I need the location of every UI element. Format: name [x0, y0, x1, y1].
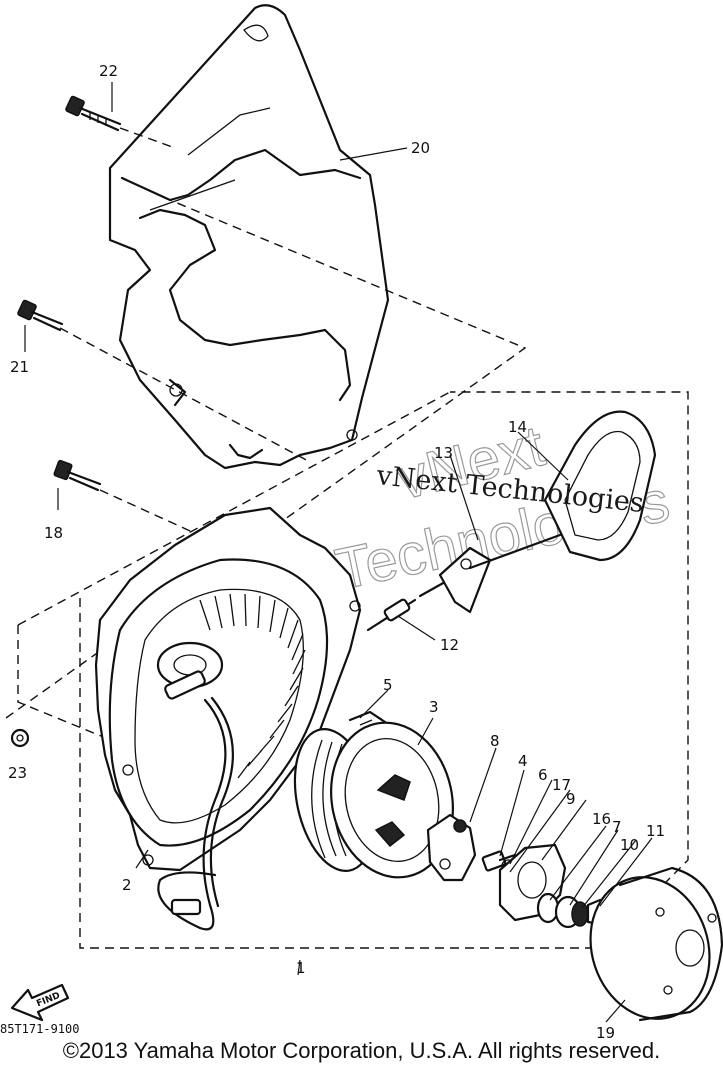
part-3-reel [293, 721, 454, 879]
part-22-bolt [65, 95, 122, 132]
callout-9: 9 [566, 790, 576, 808]
alignment-line-b [17, 391, 451, 626]
part-23-nut [10, 728, 30, 748]
callout-22: 22 [99, 62, 118, 80]
callout-21: 21 [10, 358, 29, 376]
part-20-cover [108, 4, 390, 470]
callout-4: 4 [518, 752, 528, 770]
part-14-handle [543, 410, 657, 562]
callout-7: 7 [612, 818, 622, 836]
callout-11: 11 [646, 822, 665, 840]
callout-2: 2 [122, 876, 132, 894]
part-21-bolt [17, 299, 64, 332]
copyright-notice: ©2013 Yamaha Motor Corporation, U.S.A. A… [62, 1038, 661, 1063]
alignment-line-f [99, 489, 211, 541]
housing-fins [199, 593, 306, 779]
callout-3: 3 [429, 698, 439, 716]
callout-17: 17 [552, 776, 571, 794]
alignment-line-e [119, 127, 176, 149]
callout-10: 10 [620, 836, 639, 854]
find-arrow-icon: FIND [10, 983, 70, 1022]
callout-12: 12 [440, 636, 459, 654]
callout-16: 16 [592, 810, 611, 828]
callout-18: 18 [44, 524, 63, 542]
callout-13: 13 [434, 444, 453, 462]
part-13-guide [438, 533, 562, 614]
callout-19: 19 [596, 1024, 615, 1042]
part-10-washer [571, 901, 589, 927]
alignment-line-a [17, 625, 141, 753]
alignment-line-d [59, 327, 311, 463]
part-16-washer [536, 892, 560, 924]
callout-20: 20 [411, 139, 430, 157]
part-code: 85T171-9100 [0, 1022, 79, 1036]
part-18-bolt [53, 459, 102, 492]
part-5-spring [348, 710, 387, 726]
part-8-pawl [426, 813, 477, 882]
callout-8: 8 [490, 732, 500, 750]
callout-1: 1 [296, 959, 306, 977]
callout-labels: 22 20 21 18 14 13 12 23 5 3 8 4 6 17 9 1… [8, 62, 665, 1042]
part-4-bolt [481, 850, 517, 872]
part-19-pulley [589, 866, 723, 1022]
part-2-housing [94, 506, 362, 931]
callout-14: 14 [508, 418, 527, 436]
leader-lines [24, 82, 653, 1023]
callout-23: 23 [8, 764, 27, 782]
callout-6: 6 [538, 766, 548, 784]
callout-5: 5 [383, 676, 393, 694]
